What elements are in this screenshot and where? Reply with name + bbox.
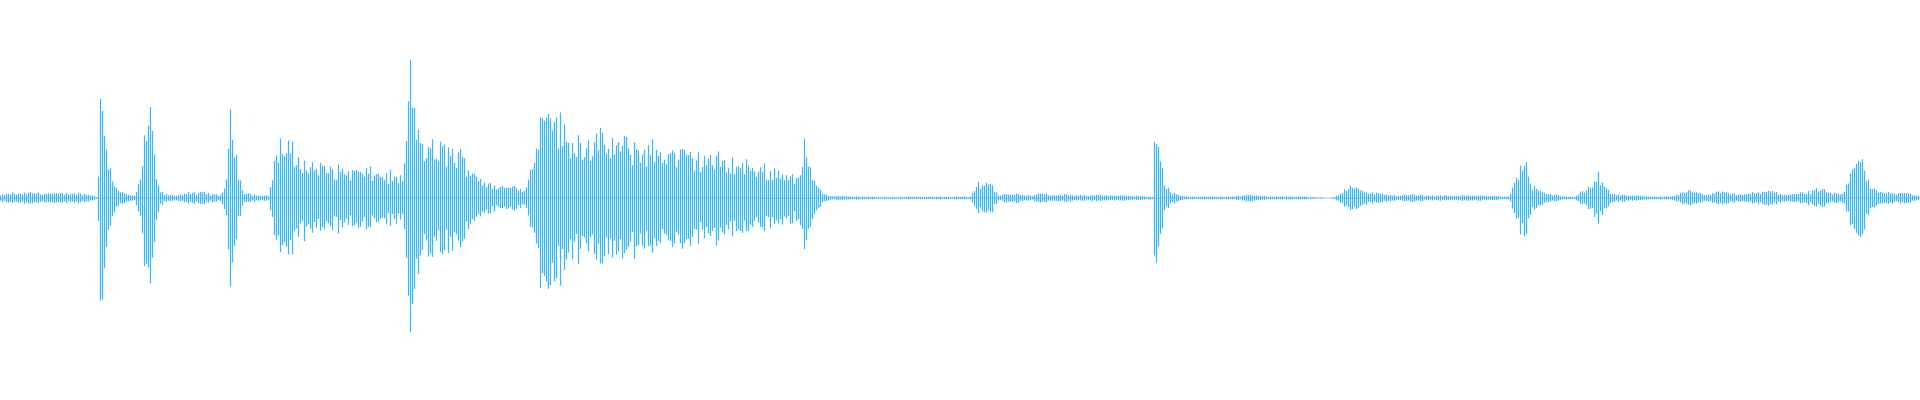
waveform-samples — [0, 59, 1920, 332]
waveform-bars — [0, 59, 1920, 332]
